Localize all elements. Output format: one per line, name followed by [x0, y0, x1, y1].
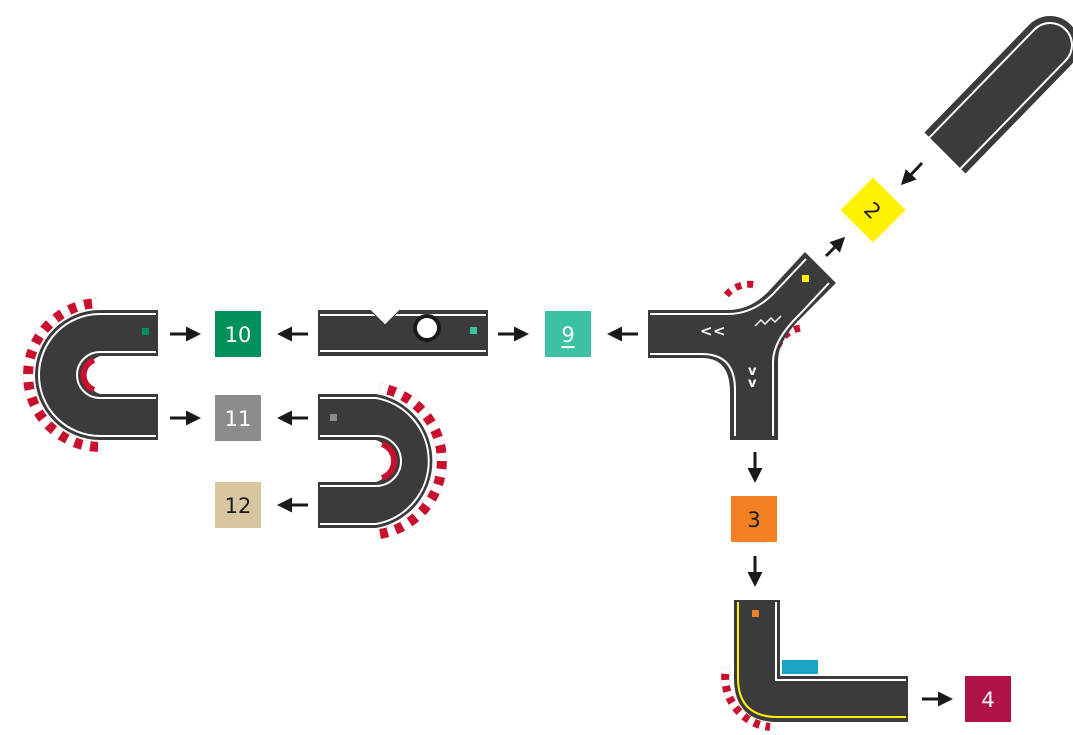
yellow-square-marker — [802, 275, 809, 282]
label-box-9: 9 — [545, 311, 591, 357]
left-hairpin-track-piece — [28, 303, 158, 447]
label-box-3: 3 — [731, 496, 777, 542]
label-box-10: 10 — [215, 311, 261, 357]
y-junction-track-piece: < < v v — [648, 252, 836, 440]
y-junction-marker-left-1: < — [700, 322, 713, 340]
arrow-to-2-from-junction — [826, 239, 843, 256]
label-text-3: 3 — [747, 508, 760, 532]
arrow-to-2 — [903, 163, 922, 183]
label-text-12: 12 — [225, 494, 252, 518]
green-square-marker — [142, 328, 149, 335]
label-box-4: 4 — [965, 676, 1011, 722]
right-hairpin-track-piece — [318, 388, 442, 534]
label-text-11: 11 — [225, 407, 252, 431]
label-text-9: 9 — [561, 323, 574, 347]
label-box-11: 11 — [215, 395, 261, 441]
orange-square-marker — [752, 610, 759, 617]
label-box-2: 2 — [840, 177, 905, 242]
circle-marker-icon — [415, 316, 439, 340]
label-text-10: 10 — [225, 323, 252, 347]
y-junction-marker-left-2: < — [713, 322, 726, 340]
straight-bridge-track-piece — [318, 310, 488, 356]
label-text-4: 4 — [981, 688, 994, 712]
corner-track-piece — [725, 600, 908, 727]
y-junction-marker-down-2: v — [748, 376, 757, 391]
gray-square-marker — [330, 414, 337, 421]
label-box-12: 12 — [215, 482, 261, 528]
straight-end-track-piece — [903, 45, 1050, 195]
teal-square-marker — [470, 327, 477, 334]
